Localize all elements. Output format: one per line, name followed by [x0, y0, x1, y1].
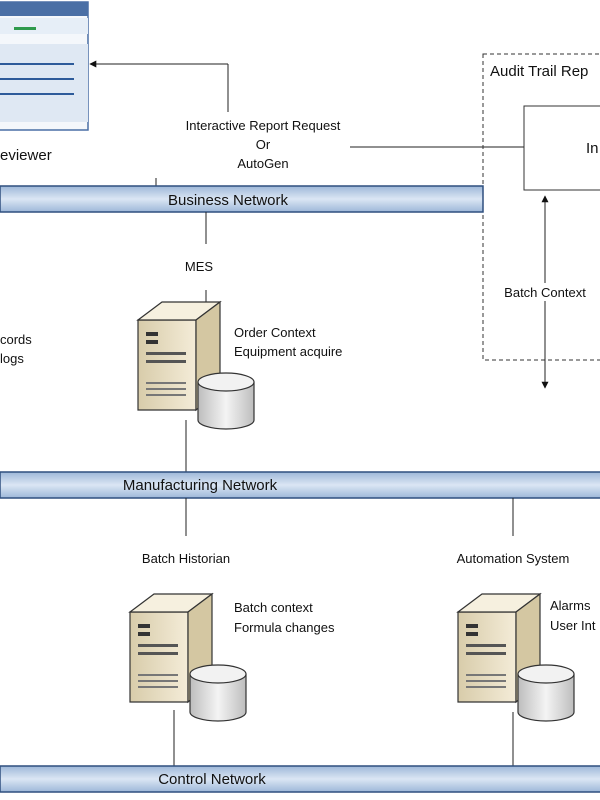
left-partial-line-2: logs — [0, 351, 24, 366]
mes-desc-1: Order Context — [234, 325, 316, 340]
batch-historian-server-icon — [129, 593, 247, 722]
request-line-3: AutoGen — [237, 156, 288, 171]
report-arrow — [89, 60, 229, 112]
left-partial-line-1: cords — [0, 332, 32, 347]
control-network-bar — [0, 765, 600, 793]
mes-label: MES — [185, 259, 214, 274]
request-line-2: Or — [256, 137, 271, 152]
manufacturing-network-label: Manufacturing Network — [123, 477, 278, 494]
audit-trail-box — [482, 53, 600, 361]
audit-trail-inner-box — [523, 105, 600, 191]
request-line-1: Interactive Report Request — [186, 118, 341, 133]
automation-desc-1: Alarms — [550, 598, 591, 613]
batch-context-label: Batch Context — [504, 285, 586, 300]
automation-server-icon — [457, 593, 575, 722]
reviewer-label: eviewer — [0, 147, 52, 164]
audit-trail-inner-label: In — [586, 140, 599, 157]
audit-trail-title: Audit Trail Rep — [490, 63, 588, 80]
batch-historian-label: Batch Historian — [142, 551, 230, 566]
business-network-label: Business Network — [168, 192, 289, 209]
batch-historian-desc-2: Formula changes — [234, 620, 335, 635]
business-network-bar — [0, 185, 484, 213]
mes-server-icon — [137, 301, 255, 430]
control-network-label: Control Network — [158, 771, 266, 788]
mes-desc-2: Equipment acquire — [234, 344, 342, 359]
batch-historian-desc-1: Batch context — [234, 600, 313, 615]
automation-system-label: Automation System — [457, 551, 570, 566]
automation-desc-2: User Int — [550, 618, 596, 633]
reviewer-window-icon — [0, 1, 89, 131]
manufacturing-network-bar — [0, 471, 600, 499]
